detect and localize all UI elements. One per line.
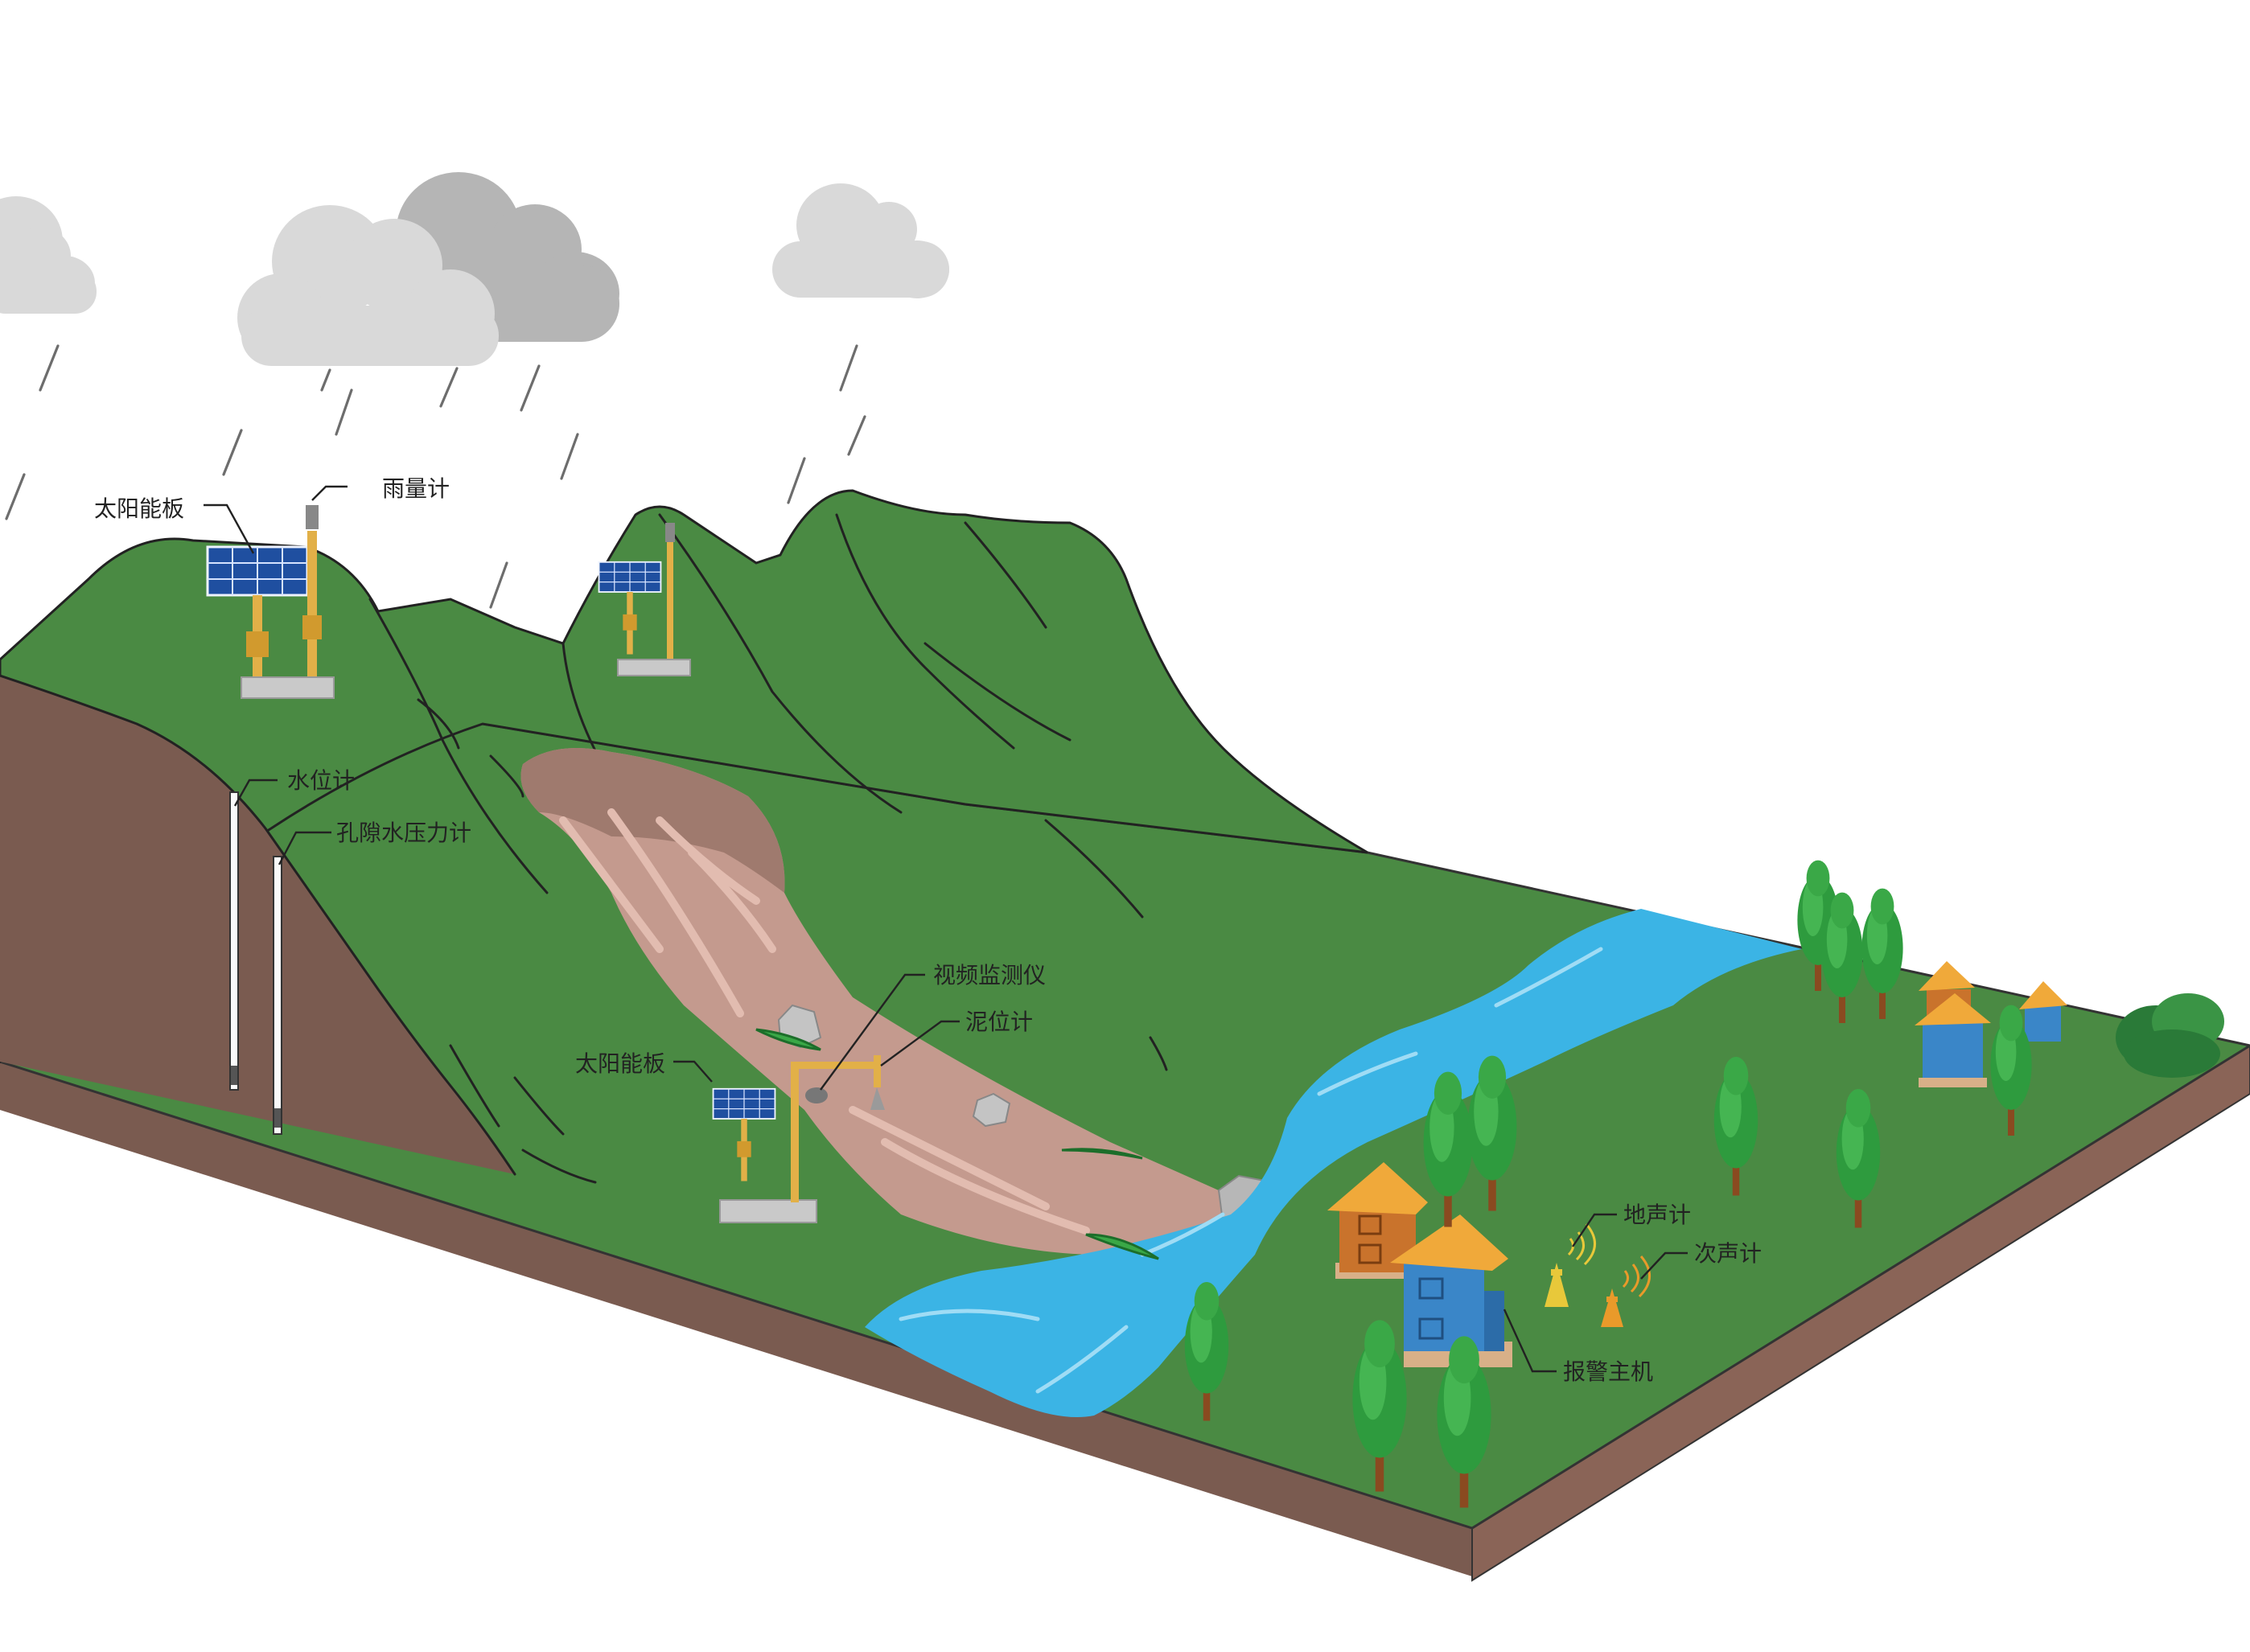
cloud-icon [237, 205, 499, 366]
rain-gauge-icon [302, 505, 322, 684]
house-icon [1915, 993, 1991, 1087]
cloud-icon [772, 183, 949, 298]
label-alarm-host: 报警主机 [1563, 1358, 1653, 1385]
label-solar-panel-1: 太阳能板 [94, 495, 184, 522]
bush [2116, 993, 2224, 1078]
label-pore-pressure-meter: 孔隙水压力计 [336, 820, 471, 846]
label-rain-gauge: 雨量计 [382, 475, 450, 502]
river [865, 909, 1802, 1417]
cloud-icon [0, 196, 97, 314]
pore-pressure-borehole [273, 856, 282, 1135]
station-base [241, 676, 335, 699]
rain-gauge-icon [665, 523, 675, 663]
landslide-debris-flow [520, 748, 1255, 1258]
rain-streaks [5, 344, 866, 609]
mountain-range [0, 489, 1368, 1064]
water-level-borehole [229, 791, 239, 1091]
house-icon [1390, 1214, 1512, 1367]
label-solar-panel-2: 太阳能板 [575, 1050, 665, 1077]
house-icon [2019, 981, 2067, 1042]
rock [972, 1092, 1011, 1128]
video-camera-icon [805, 1087, 828, 1103]
label-geophone: 地声计 [1623, 1202, 1691, 1228]
label-infrasound-meter: 次声计 [1694, 1240, 1762, 1267]
mud-level-sensor-icon [870, 1087, 885, 1110]
video-monitor-pole [791, 1055, 885, 1202]
station-base [719, 1199, 817, 1223]
soil-cross-section [0, 676, 515, 1174]
station-base [617, 659, 691, 676]
infrasound-sensor-icon [1601, 1255, 1651, 1327]
label-mud-level-meter: 泥位计 [965, 1009, 1033, 1035]
label-video-monitor: 视频监测仪 [933, 962, 1046, 988]
label-water-level-meter: 水位计 [287, 767, 355, 794]
soil-front-face [0, 676, 1472, 1576]
